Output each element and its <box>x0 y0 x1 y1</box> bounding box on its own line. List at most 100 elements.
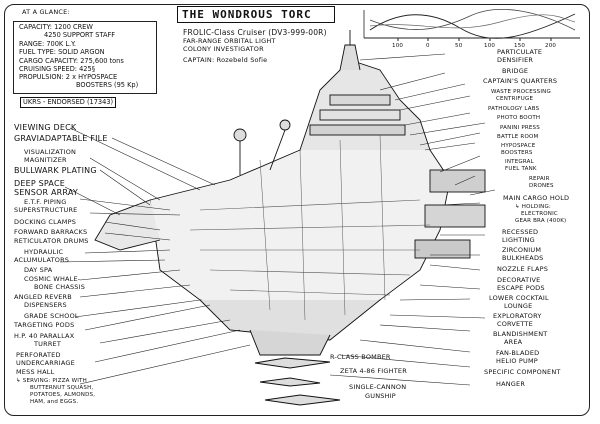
label-electronic: ELECTRONIC <box>521 211 558 217</box>
label-etf-piping: E.T.F. PIPING <box>24 198 67 206</box>
label-angled-reverb: ANGLED REVERB <box>14 293 72 301</box>
graph-tick-5: 150 <box>514 43 526 49</box>
label-reticulator-drums: RETICULATOR DRUMS <box>14 237 89 245</box>
label-densifier: DENSIFIER <box>497 56 534 64</box>
label-main-cargo-hold: MAIN CARGO HOLD <box>503 194 570 202</box>
label-helio-pump: HELIO PUMP <box>496 357 538 365</box>
label-docking-clamps: DOCKING CLAMPS <box>14 218 77 226</box>
label-blandishment: BLANDISHMENT <box>493 330 548 338</box>
label-superstructure: SUPERSTRUCTURE <box>14 206 78 214</box>
label-ham-eggs: HAM, and EGGS. <box>30 399 79 405</box>
label-perforated: PERFORATED <box>16 351 61 359</box>
starship-illustration <box>94 30 486 406</box>
label-battle-room: BATTLE ROOM <box>497 134 539 140</box>
endorsement-badge: UKRS - ENDORSED (17343) <box>20 97 117 108</box>
stat-propulsion: PROPULSION: 2 x HYPOSPACE <box>19 73 118 81</box>
label-specific-component: SPECIFIC COMPONENT <box>484 368 561 376</box>
label-bone-chassis: BONE CHASSIS <box>34 283 86 291</box>
label-fan-bladed: FAN-BLADED <box>496 349 540 357</box>
label-recessed: RECESSED <box>502 228 539 236</box>
label-area: AREA <box>504 338 523 346</box>
graph-tick-4: 100 <box>484 43 496 49</box>
label-r-class-bomber: R-CLASS BOMBER <box>330 353 391 361</box>
label-magnitizer: MAGNITIZER <box>24 156 67 164</box>
ship-role-2: COLONY INVESTIGATOR <box>183 45 264 53</box>
label-mess-hall: MESS HALL <box>16 368 55 376</box>
ship-role-1: FAR-RANGE ORBITAL LIGHT <box>183 37 276 45</box>
stat-range: RANGE: 700K L.Y. <box>19 40 76 48</box>
at-a-glance-heading: AT A GLANCE: <box>22 8 70 16</box>
label-viewing-deck: VIEWING DECK <box>14 123 77 132</box>
label-single-cannon: SINGLE-CANNON <box>349 383 407 391</box>
label-pathology-labs: PATHOLOGY LABS <box>488 106 540 112</box>
label-photo-booth: PHOTO BOOTH <box>497 115 541 121</box>
label-bullwark-plating: BULLWARK PLATING <box>14 166 97 175</box>
graph-tick-3: 50 <box>455 43 463 49</box>
label-lighting: LIGHTING <box>502 236 535 244</box>
label-serving: ↳ SERVING: PIZZA WITH <box>16 378 87 384</box>
stat-cargo: CARGO CAPACITY: 275,600 tons <box>19 57 124 65</box>
ship-title: THE WONDROUS TORC <box>182 8 312 21</box>
stat-fuel: FUEL TYPE: SOLID ARGON <box>19 48 105 56</box>
label-zirconium: ZIRCONIUM <box>502 246 542 254</box>
label-corvette: CORVETTE <box>497 320 533 328</box>
label-day-spa: DAY SPA <box>24 266 53 274</box>
label-particulate: PARTICULATE <box>497 48 543 56</box>
ship-class: FROLIC-Class Cruiser (DV3-999-00R) <box>183 28 327 37</box>
label-bulkheads: BULKHEADS <box>502 254 544 262</box>
stat-capacity: CAPACITY: 1200 CREW <box>19 23 93 31</box>
label-visualization: VISUALIZATION <box>24 148 77 156</box>
label-boosters: BOOSTERS <box>501 150 533 156</box>
label-hypospace: HYPOSPACE <box>501 143 536 149</box>
label-panini-press: PANINI PRESS <box>500 125 540 131</box>
label-fuel-tank: FUEL TANK <box>505 166 537 172</box>
graph-tick-1: 100 <box>392 43 404 49</box>
label-butternut: BUTTERNUT SQUASH, <box>30 385 94 391</box>
label-grade-school: GRADE SCHOOL <box>24 312 79 320</box>
leader-lines-left <box>59 127 251 385</box>
stat-support: 4250 SUPPORT STAFF <box>44 31 116 39</box>
label-bridge: BRIDGE <box>502 67 529 75</box>
label-cosmic-whale: COSMIC WHALE- <box>24 275 81 283</box>
performance-graph <box>363 9 580 41</box>
label-lounge: LOUNGE <box>504 302 533 310</box>
stats-box: CAPACITY: 1200 CREW 4250 SUPPORT STAFF R… <box>13 21 157 94</box>
label-undercarriage: UNDERCARRIAGE <box>16 359 75 367</box>
label-targeting-pods: TARGETING PODS <box>14 321 75 329</box>
label-drones: DRONES <box>529 183 554 189</box>
stat-boosters: BOOSTERS (95 Kp) <box>76 81 139 89</box>
label-gunship: GUNSHIP <box>365 392 396 400</box>
label-dispensers: DISPENSERS <box>24 301 67 309</box>
label-deep-space: DEEP SPACE <box>14 179 65 188</box>
label-graviadaptable-file: GRAVIADAPTABLE FILE <box>14 134 108 143</box>
page-border <box>4 4 590 416</box>
label-nozzle-flaps: NOZZLE FLAPS <box>497 265 549 273</box>
label-sensor-array: SENSOR ARRAY <box>14 188 78 197</box>
label-zeta-fighter: ZETA 4-86 FIGHTER <box>340 367 407 375</box>
label-repair: REPAIR <box>529 176 550 182</box>
label-captains-quarters: CAPTAIN'S QUARTERS <box>483 77 558 85</box>
title-box: THE WONDROUS TORC <box>177 6 335 23</box>
label-decorative: DECORATIVE <box>497 276 541 284</box>
label-gear-bra: GEAR BRA (400K) <box>515 218 567 224</box>
label-holding: ↳ HOLDING: <box>515 204 551 210</box>
label-hp40-parallax: H.P. 40 PARALLAX <box>14 332 75 340</box>
graph-tick-6: 200 <box>545 43 557 49</box>
label-potatoes: POTATOES, ALMONDS, <box>30 392 96 398</box>
graph-tick-2: 0 <box>426 43 430 49</box>
label-waste-processing: WASTE PROCESSING <box>491 89 551 95</box>
label-hanger: HANGER <box>496 380 526 388</box>
label-centrifuge: CENTRIFUGE <box>496 96 534 102</box>
label-forward-barracks: FORWARD BARRACKS <box>14 228 88 236</box>
label-escape-pods: ESCAPE PODS <box>497 284 545 292</box>
label-hydraulic: HYDRAULIC <box>24 248 64 256</box>
ship-captain: CAPTAIN: Rozebeld Sofie <box>183 56 268 64</box>
leader-lines-right <box>329 53 496 386</box>
label-turret: TURRET <box>34 340 62 348</box>
label-exploratory: EXPLORATORY <box>493 312 542 320</box>
label-integral: INTEGRAL <box>505 159 534 165</box>
stat-speed: CRUISING SPEED: 425§ <box>19 65 95 73</box>
label-aclumulators: ACLUMULATORS <box>14 256 70 264</box>
label-lower-cocktail: LOWER COCKTAIL <box>489 294 549 302</box>
